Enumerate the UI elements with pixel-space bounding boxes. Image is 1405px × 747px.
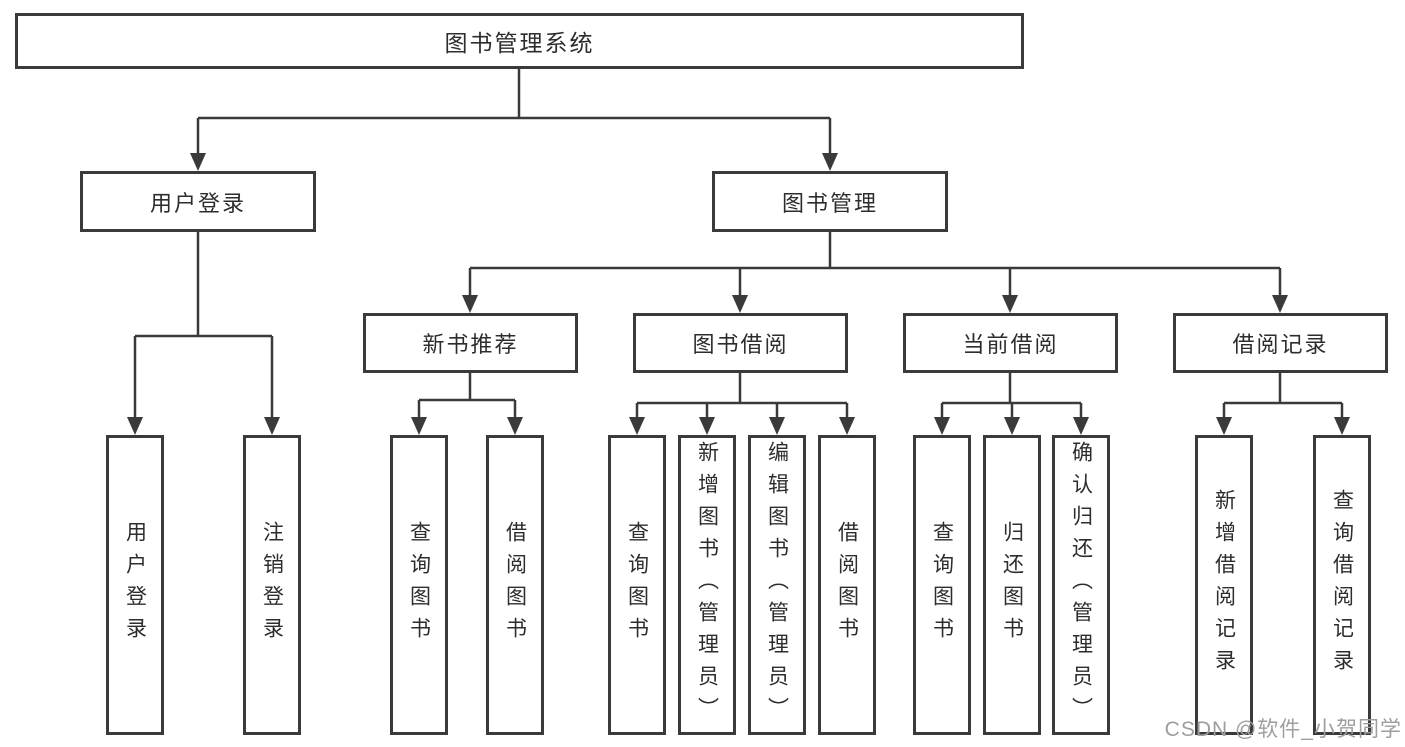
node-label: 借阅记录 (1232, 332, 1329, 357)
node-new-book-recommendation: 新书推荐 (363, 313, 578, 373)
leaf-logout: 注销登录 (243, 435, 301, 735)
leaf-add-book-admin: 新增图书（管理员） (678, 435, 736, 735)
node-label: 图书管理 (781, 190, 878, 216)
node-label: 借阅图书 (503, 521, 527, 649)
node-label: 图书管理系统 (444, 30, 595, 56)
node-label: 用户登录 (123, 521, 147, 649)
leaf-query-books-recommend: 查询图书 (390, 435, 448, 735)
leaf-query-books-current: 查询图书 (913, 435, 971, 735)
node-book-management: 图书管理 (712, 171, 948, 232)
leaf-add-borrow-record: 新增借阅记录 (1195, 435, 1253, 735)
leaf-confirm-return-admin: 确认归还（管理员） (1052, 435, 1110, 735)
node-label: 新增借阅记录 (1212, 489, 1236, 681)
csdn-watermark: CSDN @软件_小贺同学 (1164, 718, 1402, 741)
node-borrowing-records: 借阅记录 (1173, 313, 1388, 373)
leaf-return-book: 归还图书 (983, 435, 1041, 735)
node-label: 借阅图书 (835, 521, 859, 649)
node-label: 查询图书 (625, 521, 649, 649)
node-label: 图书借阅 (692, 332, 789, 357)
node-label: 查询图书 (930, 521, 954, 649)
leaf-query-books-borrow: 查询图书 (608, 435, 666, 735)
leaf-user-login: 用户登录 (106, 435, 164, 735)
node-label: 编辑图书（管理员） (765, 441, 789, 729)
node-label: 用户登录 (149, 190, 246, 216)
leaf-borrow-books: 借阅图书 (818, 435, 876, 735)
leaf-borrow-books-recommend: 借阅图书 (486, 435, 544, 735)
node-label: 查询借阅记录 (1330, 489, 1354, 681)
node-label: 归还图书 (1000, 521, 1024, 649)
node-label: 新增图书（管理员） (695, 441, 719, 729)
node-label: 查询图书 (407, 521, 431, 649)
node-library-management-system: 图书管理系统 (15, 13, 1024, 69)
node-book-borrowing: 图书借阅 (633, 313, 848, 373)
node-label: 确认归还（管理员） (1069, 441, 1093, 729)
node-current-borrowing: 当前借阅 (903, 313, 1118, 373)
node-label: 注销登录 (260, 521, 284, 649)
node-label: 当前借阅 (962, 332, 1059, 357)
leaf-edit-book-admin: 编辑图书（管理员） (748, 435, 806, 735)
node-label: 新书推荐 (422, 332, 519, 357)
leaf-query-borrow-record: 查询借阅记录 (1313, 435, 1371, 735)
node-user-login: 用户登录 (80, 171, 316, 232)
